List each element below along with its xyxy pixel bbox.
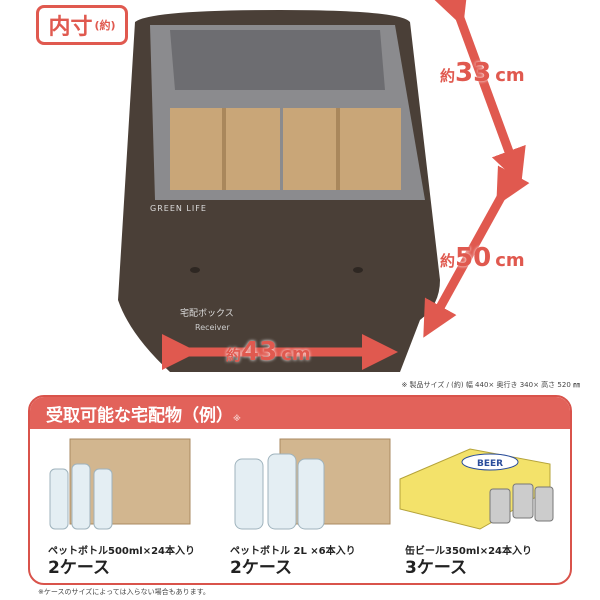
items-illustration: BEER <box>49 438 554 530</box>
bag-lid-mesh <box>170 30 385 90</box>
bag-brand: GREEN LIFE <box>150 204 207 213</box>
badge-title: 内寸 <box>48 15 93 40</box>
bag-product-sub: Receiver <box>195 323 230 332</box>
box-left-tape <box>222 108 226 190</box>
panel-title: 受取可能な宅配物（例） <box>46 406 233 426</box>
badge-suffix: (約) <box>94 19 116 32</box>
item-label: 缶ビール350ml×24本入り <box>405 546 533 557</box>
box-right-tape <box>336 108 340 190</box>
bag-rivet <box>190 267 200 273</box>
item-count: 3ケース <box>405 558 467 578</box>
box-right <box>283 108 401 190</box>
item-label: ペットボトル500ml×24本入り <box>48 546 196 557</box>
item-count: 2ケース <box>230 558 292 578</box>
bag-rivet <box>353 267 363 273</box>
beer-label-oval <box>461 453 519 471</box>
pet-bottles-500ml <box>49 463 113 530</box>
panel-header: 受取可能な宅配物（例）※ <box>30 397 570 429</box>
bag-product-name: 宅配ボックス <box>180 309 234 319</box>
case-size-footnote: ※ケースのサイズによっては入らない場合もあります。 <box>38 588 210 596</box>
beer-cans <box>489 483 554 524</box>
depth-arrow <box>433 0 526 185</box>
pet-bottles-2l <box>234 453 325 530</box>
item-label: ペットボトル 2L ×6本入り <box>230 546 356 557</box>
item-count: 2ケース <box>48 558 110 578</box>
height-arrow <box>423 165 530 338</box>
bag-illustration <box>118 0 530 372</box>
product-size-note: ※ 製品サイズ / (約) 幅 440× 奥行き 340× 高さ 520 ㎜ <box>401 381 580 389</box>
inner-size-badge: 内寸(約) <box>36 5 128 45</box>
panel-title-mark: ※ <box>233 414 241 423</box>
beer-label: BEER <box>477 459 503 469</box>
